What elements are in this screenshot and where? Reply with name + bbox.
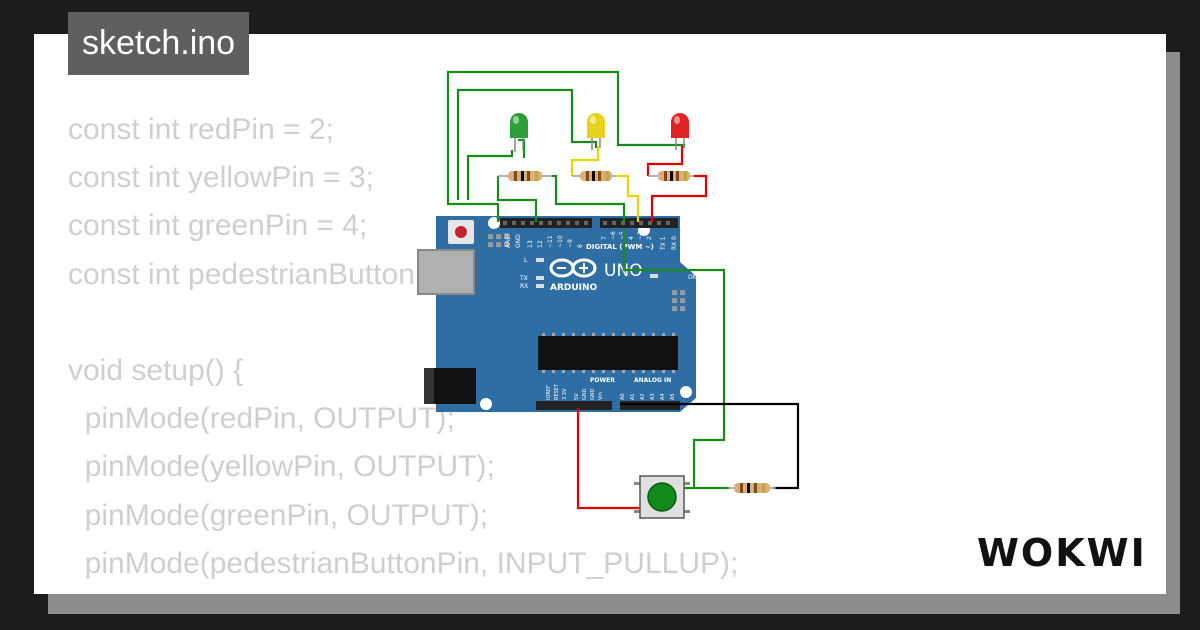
code-preview: const int redPin = 2; const int yellowPin… <box>68 106 738 594</box>
pin-label: ~5 <box>619 231 626 240</box>
wire-green[interactable] <box>518 138 526 158</box>
pin-label: ~3 <box>637 231 644 240</box>
pin-label: A5 <box>670 393 676 400</box>
pin-label: ~6 <box>610 231 617 240</box>
pin-label: 12 <box>537 240 544 248</box>
resistor[interactable] <box>498 171 552 181</box>
code-line: pinMode(redPin, OUTPUT); <box>68 402 455 436</box>
wire-red[interactable] <box>650 174 708 222</box>
digital-label: DIGITAL (PWM ~) <box>586 243 654 251</box>
digital-header-left <box>500 218 592 228</box>
wire-green[interactable] <box>552 174 626 222</box>
wire-green[interactable] <box>446 200 500 222</box>
pin-label: RX 0 <box>671 236 678 250</box>
code-line: const int redPin = 2; <box>68 113 334 146</box>
pin-label: 5V <box>574 393 580 400</box>
pin-label: Vin <box>598 392 604 400</box>
led-l-label: L <box>524 257 528 264</box>
pin-label: A4 <box>660 393 666 400</box>
pin-label: GND <box>590 388 596 400</box>
atmega-chip <box>538 336 678 370</box>
wire-green[interactable] <box>446 70 686 200</box>
arduino-uno-board[interactable]: AREF GND 13 12 ~11 ~10 ~9 8 7 ~6 ~5 4 ~3… <box>417 216 697 412</box>
file-name-tab[interactable]: sketch.ino <box>68 12 250 75</box>
wire-yellow[interactable] <box>570 146 600 176</box>
arduino-brand-text: ARDUINO <box>550 283 598 293</box>
pin-label: A2 <box>640 393 646 400</box>
wire-black[interactable] <box>620 402 800 490</box>
pin-label: RESET <box>554 383 560 400</box>
green-led[interactable] <box>510 113 528 152</box>
wire-yellow[interactable] <box>616 174 640 222</box>
wokwi-logo-text: WOKWI <box>977 531 1147 575</box>
analog-label: ANALOG IN <box>634 377 671 384</box>
pin-label: ~11 <box>547 235 554 248</box>
pin-label: A0 <box>620 393 626 400</box>
usb-connector <box>417 249 475 295</box>
code-line: pinMode(pedestrianButtonPin, INPUT_PULLU… <box>68 546 739 580</box>
pin-label: 8 <box>577 244 584 248</box>
resistor[interactable] <box>572 171 616 181</box>
power-header <box>536 401 612 410</box>
code-line: pinMode(yellowPin, OUTPUT); <box>68 450 495 484</box>
pin-label: AREF <box>505 232 512 248</box>
pin-label: TX 1 <box>660 236 667 251</box>
tx-label: TX <box>519 275 528 282</box>
pin-label: 3.3V <box>562 388 568 400</box>
wire-red[interactable] <box>646 146 684 176</box>
pin-label: 4 <box>628 236 635 240</box>
pin-label: 13 <box>527 240 534 248</box>
resistor[interactable] <box>728 483 776 493</box>
code-line: void setup() { <box>68 353 244 387</box>
code-line: pinMode(greenPin, OUTPUT); <box>68 498 489 532</box>
wokwi-logo: WOKWI <box>977 531 1147 575</box>
pin-label: IOREF <box>546 385 552 400</box>
pin-label: 2 <box>646 236 653 240</box>
pin-label: ~10 <box>557 235 564 248</box>
pin-label: 7 <box>601 236 608 240</box>
code-line: const int greenPin = 4; <box>68 209 368 243</box>
pin-label: ~9 <box>567 239 574 248</box>
pin-label: A3 <box>650 393 656 400</box>
red-led[interactable] <box>671 113 689 150</box>
analog-header <box>620 401 680 410</box>
on-label: ON <box>688 274 697 281</box>
wire-red[interactable] <box>576 408 642 510</box>
power-label: POWER <box>590 377 615 384</box>
arduino-logo <box>549 258 597 278</box>
pushbutton[interactable] <box>634 475 690 519</box>
pin-label: A1 <box>630 393 636 400</box>
rx-label: RX <box>520 283 528 290</box>
yellow-led[interactable] <box>587 113 605 150</box>
resistor[interactable] <box>648 171 694 181</box>
wire-green[interactable] <box>622 230 726 488</box>
wire-green[interactable] <box>466 150 514 200</box>
pin-label: GND <box>582 388 588 400</box>
code-line: const int yellowPin = 3; <box>68 161 374 195</box>
wire-green[interactable] <box>496 176 538 222</box>
wire-green[interactable] <box>456 88 598 200</box>
pin-label: GND <box>515 234 522 248</box>
